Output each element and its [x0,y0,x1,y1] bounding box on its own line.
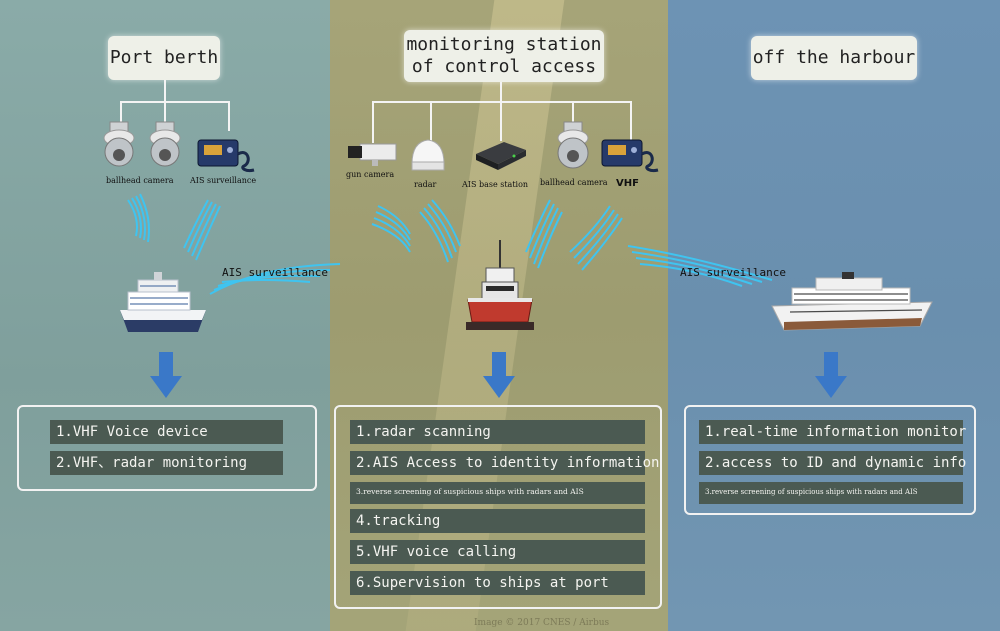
signal-waves-icon [371,199,623,271]
down-arrow-icon [815,352,847,398]
connector [500,101,502,141]
list-item: 2.AIS Access to identity information [350,451,659,475]
ballhead-camera-icon [148,121,182,170]
list-item: 3.reverse screening of suspicious ships … [699,482,963,504]
down-arrow-icon [150,352,182,398]
cruise-ship-icon [118,270,210,342]
list-item: 1.real-time information monitor [699,420,966,444]
port-berth-title: Port berth [108,36,220,80]
port-berth-function-list [17,405,317,491]
ais-base-station-icon [474,140,528,172]
device-label: ballhead camera [106,176,174,185]
device-label: AIS surveillance [190,176,257,185]
monitoring-station-function-list [334,405,662,609]
connector [372,101,374,143]
ais-surveillance-label: AIS surveillance [680,266,786,279]
ais-signal-waves-icon [627,245,773,287]
device-label: AIS base station [462,180,529,189]
vhf-device-icon [600,136,662,174]
device-label: ballhead camera [540,178,608,187]
list-item: 6.Supervision to ships at port [350,571,645,595]
device-label: radar [414,180,437,189]
connector [630,101,632,141]
ais-device-icon [196,134,258,174]
ais-signal-waves-icon [209,263,341,295]
signal-waves-icon [127,193,221,261]
ballhead-camera-icon [556,121,590,172]
list-item: 2.access to ID and dynamic info [699,451,966,475]
list-item: 1.VHF Voice device [50,420,283,444]
connector [164,80,166,102]
off-harbour-function-list [684,405,976,515]
connector [372,101,632,103]
cruise-ship-icon [770,272,934,336]
radar-icon [408,138,448,172]
monitoring-station-title: monitoring station of control access [404,30,604,82]
down-arrow-icon [483,352,515,398]
ais-surveillance-label: AIS surveillance [222,266,328,279]
connector [120,101,230,103]
list-item: 4.tracking [350,509,645,533]
ballhead-camera-icon [102,121,136,170]
patrol-boat-icon [462,240,538,336]
off-harbour-title: off the harbour [751,36,917,80]
connector [500,82,502,102]
list-item: 3.reverse screening of suspicious ships … [350,482,645,504]
list-item: 2.VHF、radar monitoring [50,451,283,475]
image-watermark: Image © 2017 CNES / Airbus [474,618,610,628]
connector [572,101,574,127]
connector [430,101,432,141]
list-item: 1.radar scanning [350,420,645,444]
connector [164,101,166,123]
list-item: 5.VHF voice calling [350,540,645,564]
connector [228,101,230,131]
device-label: gun camera [346,170,395,179]
connector [120,101,122,123]
gun-camera-icon [346,142,398,166]
device-label: VHF [616,178,639,189]
